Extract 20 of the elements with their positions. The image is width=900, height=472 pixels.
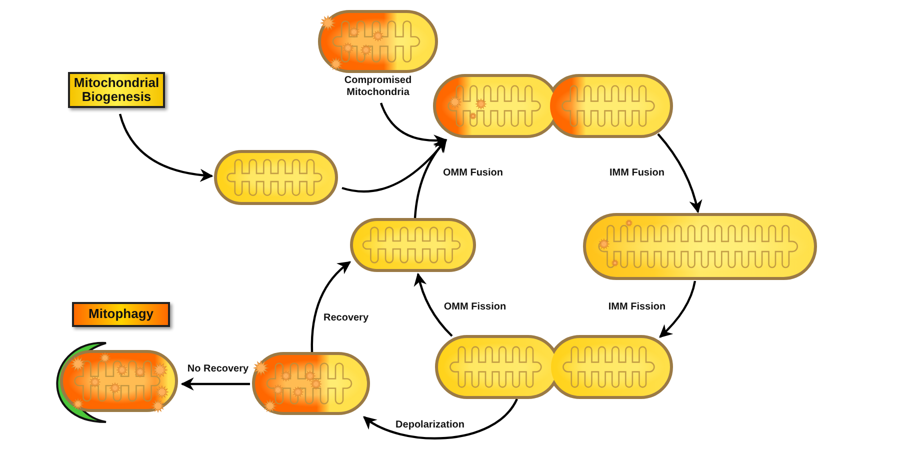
arrow: [362, 398, 518, 440]
arrow: [380, 102, 448, 148]
edge-label: OMM Fission: [442, 302, 508, 312]
arrow: [414, 139, 447, 218]
edge-label: OMM Fusion: [441, 168, 505, 178]
node-label: Compromised Mitochondria: [343, 75, 413, 98]
arrow: [310, 261, 352, 352]
arrow: [342, 138, 447, 192]
edge-label: Depolarization: [394, 420, 466, 430]
edge-label: IMM Fission: [606, 302, 668, 312]
heading-box: Mitophagy: [72, 302, 170, 327]
arrow: [180, 377, 250, 391]
edge-label: No Recovery: [185, 364, 251, 374]
arrow: [657, 133, 702, 214]
arrow: [659, 280, 696, 338]
arrow: [118, 114, 214, 182]
heading-box: Mitochondrial Biogenesis: [68, 72, 165, 108]
edge-label: Recovery: [321, 312, 371, 324]
edge-label: IMM Fusion: [608, 168, 666, 178]
arrow: [414, 272, 453, 337]
